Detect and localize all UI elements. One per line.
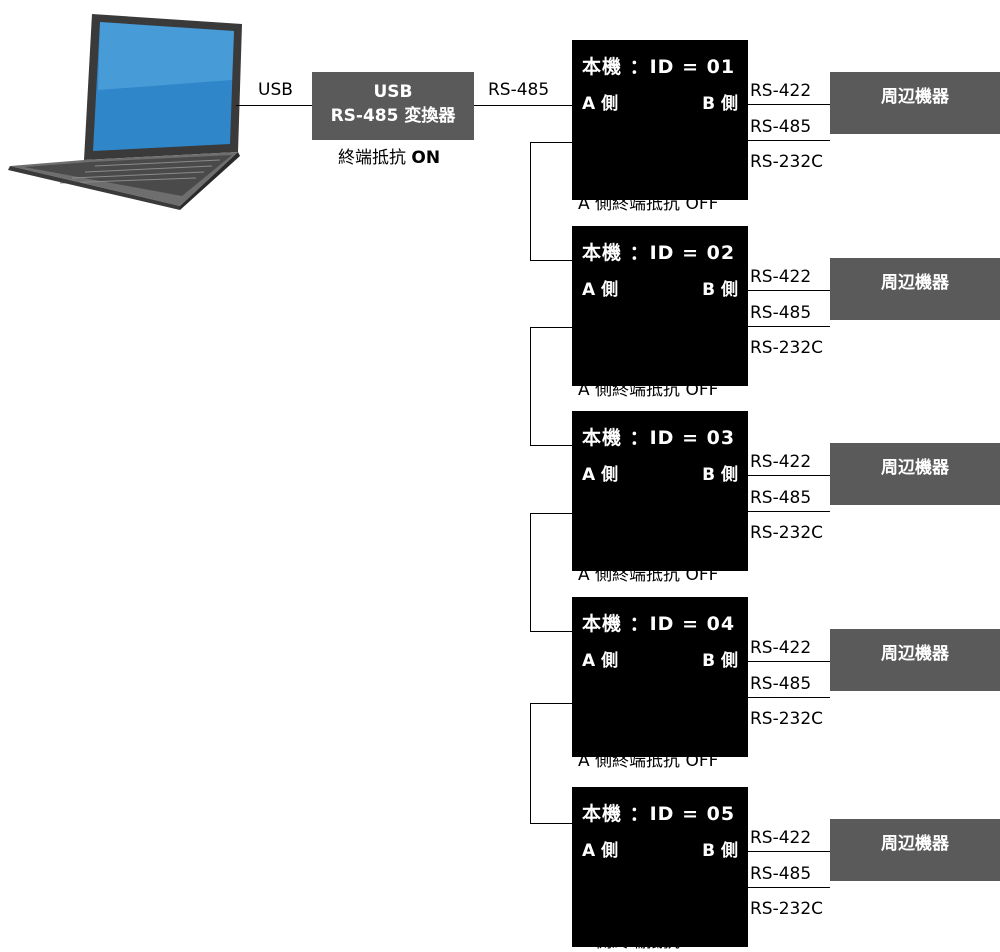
a-side-termination-note: A 側終端抵抗 OFF bbox=[578, 746, 718, 771]
port-rs485: RS-485 bbox=[750, 864, 812, 884]
peripheral-device: 周辺機器 bbox=[830, 819, 1000, 881]
port-rs232c: RS-232C bbox=[750, 899, 824, 919]
laptop-icon bbox=[8, 14, 242, 210]
termination-prefix: A 側終端抵抗 bbox=[578, 751, 686, 771]
unit-box: 本機 ：ID = 01 A 側 B 側 bbox=[572, 40, 748, 200]
unit-box: 本機 ：ID = 04 A 側 B 側 bbox=[572, 597, 748, 757]
a-side-label: A 側 bbox=[582, 465, 619, 485]
unit-box: 本機 ：ID = 05 A 側 B 側 bbox=[572, 787, 748, 947]
b-side-label: B 側 bbox=[702, 280, 738, 300]
b-side-label: B 側 bbox=[702, 94, 738, 114]
a-side-label: A 側 bbox=[582, 94, 619, 114]
port-rs422: RS-422 bbox=[750, 828, 812, 848]
unit-box: 本機 ：ID = 03 A 側 B 側 bbox=[572, 411, 748, 571]
port-rs232c: RS-232C bbox=[750, 709, 824, 729]
unit-box: 本機 ：ID = 02 A 側 B 側 bbox=[572, 226, 748, 386]
port-rs422: RS-422 bbox=[750, 638, 812, 658]
termination-state: OFF bbox=[685, 751, 719, 771]
device-unit: 本機 ：ID = 01 A 側 B 側 RS-422 RS-485 RS-232… bbox=[572, 40, 1000, 214]
port-rs232c: RS-232C bbox=[750, 338, 824, 358]
port-rs485: RS-485 bbox=[750, 488, 812, 508]
termination-state: OFF bbox=[685, 194, 719, 214]
termination-prefix: A 側終端抵抗 bbox=[578, 932, 686, 952]
b-side-label: B 側 bbox=[702, 465, 738, 485]
device-unit: 本機 ：ID = 02 A 側 B 側 RS-422 RS-485 RS-232… bbox=[572, 226, 1000, 400]
peripheral-device: 周辺機器 bbox=[830, 629, 1000, 691]
unit-title: 本機 ：ID = 05 bbox=[582, 803, 736, 825]
b-side-label: B 側 bbox=[702, 841, 738, 861]
termination-prefix: A 側終端抵抗 bbox=[578, 565, 686, 585]
termination-prefix: A 側終端抵抗 bbox=[578, 380, 686, 400]
peripheral-device: 周辺機器 bbox=[830, 443, 1000, 505]
port-rs422: RS-422 bbox=[750, 452, 812, 472]
device-unit: 本機 ：ID = 03 A 側 B 側 RS-422 RS-485 RS-232… bbox=[572, 411, 1000, 585]
usb-rs485-converter: USB RS-485 変換器 bbox=[312, 72, 474, 140]
unit-title: 本機 ：ID = 02 bbox=[582, 242, 736, 264]
converter-termination-prefix: 終端抵抗 bbox=[338, 148, 412, 168]
port-rs422: RS-422 bbox=[750, 267, 812, 287]
termination-state: ON bbox=[685, 932, 715, 952]
port-rs485: RS-485 bbox=[750, 303, 812, 323]
bus-label: RS-485 bbox=[488, 80, 550, 100]
rs485-bus-cable bbox=[474, 105, 572, 106]
device-unit: 本機 ：ID = 05 A 側 B 側 RS-422 RS-485 RS-232… bbox=[572, 787, 1000, 952]
port-rs485: RS-485 bbox=[750, 117, 812, 137]
peripheral-device: 周辺機器 bbox=[830, 258, 1000, 320]
unit-title: 本機 ：ID = 01 bbox=[582, 56, 736, 78]
converter-line2: RS-485 変換器 bbox=[330, 106, 456, 126]
a-side-label: A 側 bbox=[582, 841, 619, 861]
termination-state: OFF bbox=[685, 380, 719, 400]
converter-termination-state: ON bbox=[411, 148, 441, 168]
a-side-termination-note: A 側終端抵抗 ON bbox=[578, 927, 714, 952]
port-rs232c: RS-232C bbox=[750, 152, 824, 172]
port-rs422: RS-422 bbox=[750, 81, 812, 101]
a-side-label: A 側 bbox=[582, 280, 619, 300]
port-rs232c: RS-232C bbox=[750, 523, 824, 543]
peripheral-device: 周辺機器 bbox=[830, 72, 1000, 134]
a-side-termination-note: A 側終端抵抗 OFF bbox=[578, 375, 718, 400]
b-side-label: B 側 bbox=[702, 651, 738, 671]
unit-title: 本機 ：ID = 03 bbox=[582, 427, 736, 449]
unit-title: 本機 ：ID = 04 bbox=[582, 613, 736, 635]
termination-prefix: A 側終端抵抗 bbox=[578, 194, 686, 214]
port-rs485: RS-485 bbox=[750, 674, 812, 694]
termination-state: OFF bbox=[685, 565, 719, 585]
usb-link-label: USB bbox=[258, 80, 293, 100]
device-unit: 本機 ：ID = 04 A 側 B 側 RS-422 RS-485 RS-232… bbox=[572, 597, 1000, 771]
usb-cable bbox=[236, 105, 312, 106]
converter-line1: USB bbox=[373, 82, 413, 102]
a-side-termination-note: A 側終端抵抗 OFF bbox=[578, 560, 718, 585]
a-side-termination-note: A 側終端抵抗 OFF bbox=[578, 189, 718, 214]
converter-termination-note: 終端抵抗 ON bbox=[338, 148, 440, 168]
a-side-label: A 側 bbox=[582, 651, 619, 671]
